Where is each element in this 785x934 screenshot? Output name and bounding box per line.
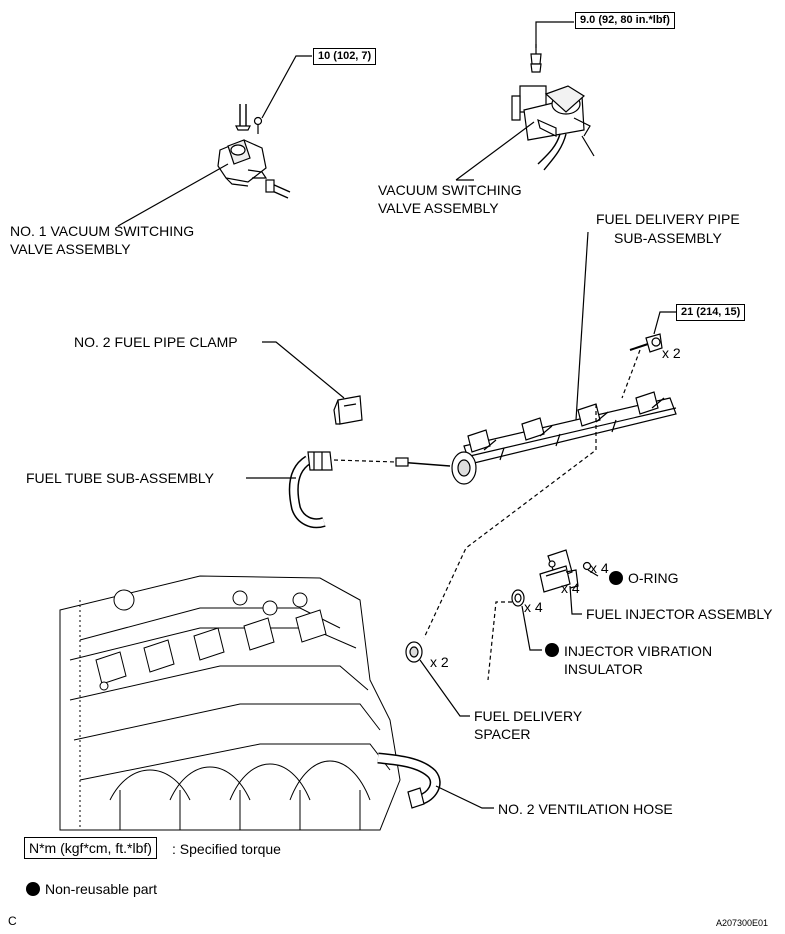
fuel-delivery-pipe-leader xyxy=(575,231,589,421)
fuel-delivery-spacer-leader xyxy=(419,659,470,717)
footer-left-code: C xyxy=(8,914,17,928)
no1-vsv-torque-leader xyxy=(261,55,312,119)
fuel-injector-label: FUEL INJECTOR ASSEMBLY xyxy=(586,606,773,622)
vsv-leader xyxy=(455,121,535,181)
no1-vsv-label-line2: VALVE ASSEMBLY xyxy=(10,241,131,257)
injector-insulator-label-line2: INSULATOR xyxy=(564,661,643,677)
fuel-tube-label: FUEL TUBE SUB-ASSEMBLY xyxy=(26,470,215,486)
no2-ventilation-hose-label: NO. 2 VENTILATION HOSE xyxy=(498,801,673,817)
no2-fuel-pipe-clamp-label: NO. 2 FUEL PIPE CLAMP xyxy=(74,334,238,350)
fuel-tube-drawing xyxy=(288,451,333,529)
vsv-drawing xyxy=(511,44,595,171)
bolt-dash xyxy=(621,349,641,399)
fuel-delivery-pipe-label-line1: FUEL DELIVERY PIPE xyxy=(596,211,740,227)
o-ring-nonreusable-mark xyxy=(609,571,623,585)
no1-vsv-leader xyxy=(117,163,229,227)
o-ring-leader xyxy=(587,569,599,577)
injector-quantity: x 4 xyxy=(561,580,580,596)
delivery-pipe-bolt-drawing xyxy=(629,333,663,353)
vsv-torque-spec: 9.0 (92, 80 in.*lbf) xyxy=(575,12,675,29)
spacer-quantity: x 2 xyxy=(430,654,449,670)
o-ring-shape xyxy=(582,561,592,571)
fuel-delivery-pipe-drawing xyxy=(395,391,677,485)
torque-units-legend-box: N*m (kgf*cm, ft.*lbf) xyxy=(24,837,157,859)
no2-ventilation-hose-drawing xyxy=(377,752,441,809)
torque-legend-desc: : Specified torque xyxy=(172,841,281,857)
o-ring-label: O-RING xyxy=(628,570,679,586)
nonreusable-legend-desc: Non-reusable part xyxy=(45,881,158,897)
delivery-pipe-torque-spec: 21 (214, 15) xyxy=(676,304,746,321)
injector-insulator-drawing xyxy=(511,589,525,607)
fuel-injector-drawing xyxy=(539,549,579,593)
delivery-pipe-torque-leader xyxy=(653,311,676,335)
insulator-dash xyxy=(487,601,512,681)
vsv-torque-leader xyxy=(535,21,574,48)
no1-vsv-label-line1: NO. 1 VACUUM SWITCHING xyxy=(10,223,195,239)
no2-fuel-pipe-clamp-drawing xyxy=(333,395,363,425)
bolt-quantity: x 2 xyxy=(662,345,681,361)
nonreusable-legend-mark xyxy=(26,882,40,896)
fuel-tube-dash xyxy=(333,459,397,463)
insulator-nonreusable-mark xyxy=(545,643,559,657)
fuel-delivery-spacer-label-line2: SPACER xyxy=(474,726,531,742)
vsv-label-line1: VACUUM SWITCHING xyxy=(378,182,522,198)
no2-ventilation-hose-leader xyxy=(435,785,494,809)
spacer-dash-1 xyxy=(423,404,597,639)
no2-fuel-pipe-clamp-leader xyxy=(262,341,345,399)
insulator-quantity: x 4 xyxy=(524,599,543,615)
fuel-delivery-spacer-drawing xyxy=(405,641,423,663)
fuel-delivery-spacer-label-line1: FUEL DELIVERY xyxy=(474,708,583,724)
injector-insulator-leader xyxy=(521,605,542,651)
vsv-label-line2: VALVE ASSEMBLY xyxy=(378,200,499,216)
injector-insulator-label-line1: INJECTOR VIBRATION xyxy=(564,643,713,659)
no1-vsv-torque-spec: 10 (102, 7) xyxy=(313,48,377,65)
o-ring-quantity: x 4 xyxy=(590,560,609,576)
fuel-delivery-pipe-label-line2: SUB-ASSEMBLY xyxy=(614,230,722,246)
engine-block-drawing xyxy=(59,575,401,831)
footer-figure-id: A207300E01 xyxy=(716,918,769,928)
no1-vsv-drawing xyxy=(217,104,291,199)
fuel-injector-leader xyxy=(569,585,582,615)
